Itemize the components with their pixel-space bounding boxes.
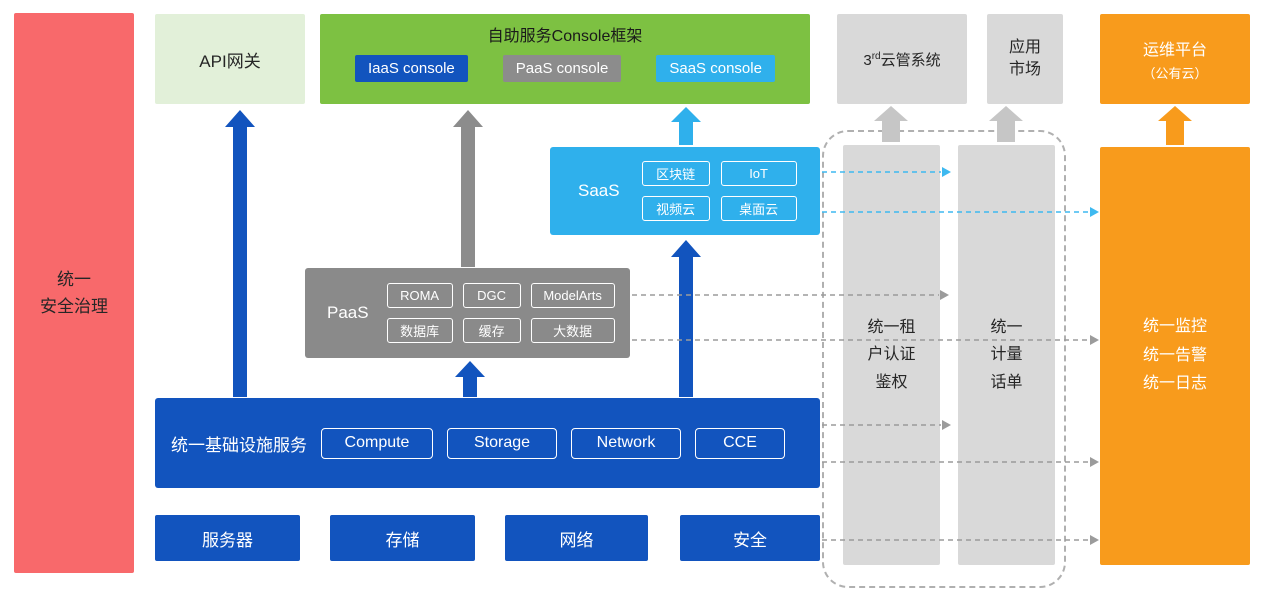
- ops-platform-title: 运维平台: [1142, 42, 1207, 59]
- ops-platform-subtitle: （公有云）: [1142, 66, 1208, 81]
- third-party-cloud-mgmt-box: 3rd云管系统: [837, 14, 967, 104]
- paas-service-bigdata: 大数据: [530, 318, 615, 343]
- dashed-hardware-to-monitoring-head: [1090, 535, 1099, 545]
- paas-service-modelarts: ModelArts: [530, 283, 615, 308]
- console-framework-panel: 自助服务Console框架 IaaS console PaaS console …: [320, 14, 810, 104]
- paas-panel-label: PaaS: [327, 303, 369, 322]
- paas-console-chip: PaaS console: [502, 55, 622, 82]
- dashed-paas-to-monitoring-head: [1090, 335, 1099, 345]
- paas-services-grid: ROMA DGC ModelArts 数据库 缓存 大数据: [386, 283, 615, 343]
- hardware-server-box: 服务器: [155, 515, 300, 561]
- metering-billing-bar: 统一 计量 话单: [958, 145, 1055, 565]
- app-market-box: 应用 市场: [987, 14, 1063, 104]
- hardware-storage-box: 存储: [330, 515, 475, 561]
- arrow-paas-to-console: [453, 110, 483, 267]
- saas-service-blockchain: 区块链: [641, 161, 710, 186]
- saas-console-chip: SaaS console: [656, 55, 775, 82]
- third-party-superscript: rd: [871, 50, 881, 62]
- infrastructure-services-bar: 统一基础设施服务 Compute Storage Network CCE: [155, 398, 820, 488]
- ops-platform-box: 运维平台 （公有云）: [1100, 14, 1250, 104]
- arrow-saas-to-console: [671, 107, 701, 145]
- infrastructure-services-label: 统一基础设施服务: [171, 435, 307, 455]
- saas-service-desktop-cloud: 桌面云: [720, 196, 797, 221]
- paas-service-dgc: DGC: [462, 283, 521, 308]
- third-party-prefix: 3: [863, 51, 872, 69]
- console-chip-row: IaaS console PaaS console SaaS console: [320, 55, 810, 82]
- hardware-security-box: 安全: [680, 515, 820, 561]
- dashed-infra-to-monitoring-head: [1090, 457, 1099, 467]
- infra-service-cce: CCE: [695, 427, 785, 459]
- security-governance-bar: 统一 安全治理: [14, 13, 134, 573]
- paas-panel: PaaS ROMA DGC ModelArts 数据库 缓存 大数据: [305, 268, 630, 358]
- saas-services-grid: 区块链 IoT 视频云 桌面云: [641, 161, 797, 221]
- common-services-dashed-frame: [822, 130, 1066, 588]
- saas-panel: SaaS 区块链 IoT 视频云 桌面云: [550, 147, 820, 235]
- paas-service-database: 数据库: [386, 318, 453, 343]
- third-party-suffix: 云管系统: [880, 51, 941, 69]
- console-framework-title: 自助服务Console框架: [487, 28, 643, 45]
- infrastructure-services-grid: Compute Storage Network CCE: [321, 427, 785, 459]
- saas-service-video-cloud: 视频云: [641, 196, 710, 221]
- hardware-network-box: 网络: [505, 515, 648, 561]
- paas-service-cache: 缓存: [462, 318, 521, 343]
- iaas-console-chip: IaaS console: [355, 55, 468, 82]
- tenant-auth-bar: 统一租 户认证 鉴权: [843, 145, 940, 565]
- arrow-monitoring-to-ops-platform: [1158, 106, 1192, 145]
- paas-service-roma: ROMA: [386, 283, 453, 308]
- infra-service-network: Network: [571, 427, 681, 459]
- saas-panel-label: SaaS: [578, 181, 620, 200]
- arrow-infra-to-api-gateway: [225, 110, 255, 397]
- api-gateway-box: API网关: [155, 14, 305, 104]
- arrow-infra-to-saas: [671, 240, 701, 397]
- monitoring-alarm-log-bar: 统一监控 统一告警 统一日志: [1100, 147, 1250, 565]
- infra-service-compute: Compute: [321, 427, 433, 459]
- saas-service-iot: IoT: [720, 161, 797, 186]
- arrow-infra-to-paas: [455, 361, 485, 397]
- dashed-saas-to-monitoring-head: [1090, 207, 1099, 217]
- third-party-cloud-mgmt-label: 3rd云管系统: [863, 49, 940, 70]
- infra-service-storage: Storage: [447, 427, 557, 459]
